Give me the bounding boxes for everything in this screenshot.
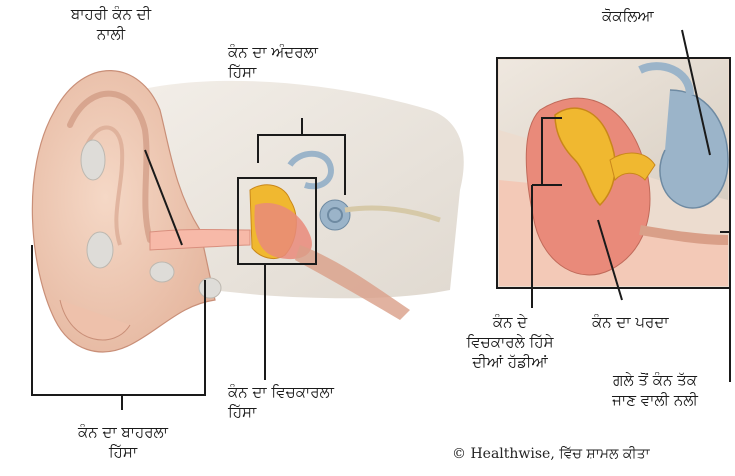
label-middle-ear-line1: ਕੰਨ ਦਾ ਵਿਚਕਾਰਲਾ — [228, 382, 334, 402]
label-cochlea: ਕੋਕਲਿਆ — [602, 6, 654, 26]
label-eustachian-tube: ਗਲੇ ਤੋਂ ਕੰਨ ਤੱਕ ਜਾਣ ਵਾਲੀ ਨਲੀ — [590, 370, 720, 410]
cochlea-small — [320, 200, 350, 230]
label-outer-ear-line2: ਹਿੱਸਾ — [38, 442, 208, 462]
copyright-credit: © Healthwise, ਵਿੱਚ ਸ਼ਾਮਲ ਕੀਤਾ — [452, 446, 650, 462]
label-cochlea-text: ਕੋਕਲਿਆ — [602, 6, 654, 26]
label-outer-ear-canal: ਬਾਹਰੀ ਕੰਨ ਦੀ ਨਾਲੀ — [36, 4, 186, 44]
cartilage-4 — [199, 278, 221, 298]
label-outer-ear-canal-line1: ਬਾਹਰੀ ਕੰਨ ਦੀ — [36, 4, 186, 24]
label-eustachian-line1: ਗਲੇ ਤੋਂ ਕੰਨ ਤੱਕ — [590, 370, 720, 390]
label-middle-ear: ਕੰਨ ਦਾ ਵਿਚਕਾਰਲਾ ਹਿੱਸਾ — [228, 382, 334, 422]
label-outer-ear-line1: ਕੰਨ ਦਾ ਬਾਹਰਲਾ — [38, 422, 208, 442]
label-outer-ear-canal-line2: ਨਾਲੀ — [36, 24, 186, 44]
label-middle-ear-bones: ਕੰਨ ਦੇ ਵਿਚਕਾਰਲੇ ਹਿੱਸੇ ਦੀਆਂ ਹੱਡੀਆਂ — [440, 312, 580, 372]
label-bones-line1: ਕੰਨ ਦੇ — [440, 312, 580, 332]
label-inner-ear: ਕੰਨ ਦਾ ਅੰਦਰਲਾ ਹਿੱਸਾ — [228, 42, 318, 82]
cartilage-3 — [150, 262, 174, 282]
label-inner-ear-line2: ਹਿੱਸਾ — [228, 62, 318, 82]
label-middle-ear-line2: ਹਿੱਸਾ — [228, 402, 334, 422]
label-bones-line2: ਵਿਚਕਾਰਲੇ ਹਿੱਸੇ — [440, 332, 580, 352]
label-inner-ear-line1: ਕੰਨ ਦਾ ਅੰਦਰਲਾ — [228, 42, 318, 62]
label-bones-line3: ਦੀਆਂ ਹੱਡੀਆਂ — [440, 352, 580, 372]
cartilage-1 — [81, 140, 105, 180]
label-eardrum: ਕੰਨ ਦਾ ਪਰਦਾ — [592, 312, 669, 332]
cartilage-2 — [87, 232, 113, 268]
label-eustachian-line2: ਜਾਣ ਵਾਲੀ ਨਲੀ — [590, 390, 720, 410]
label-outer-ear: ਕੰਨ ਦਾ ਬਾਹਰਲਾ ਹਿੱਸਾ — [38, 422, 208, 462]
label-eardrum-text: ਕੰਨ ਦਾ ਪਰਦਾ — [592, 312, 669, 332]
